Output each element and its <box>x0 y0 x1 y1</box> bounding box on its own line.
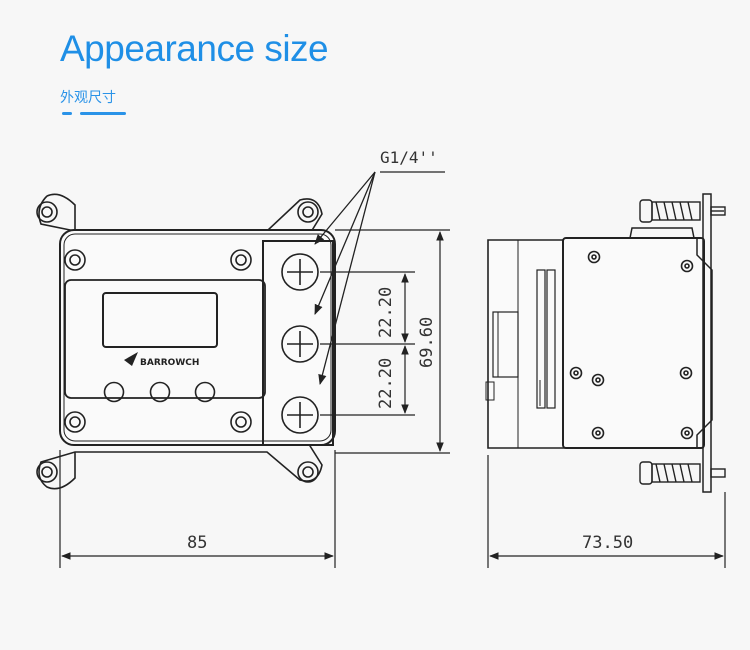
brand-logo: BARROWCH <box>124 352 199 368</box>
spring-top <box>639 199 726 223</box>
front-view <box>36 193 336 490</box>
spring-bottom <box>639 461 726 485</box>
port-top <box>281 253 319 291</box>
page-title: Appearance size <box>60 28 329 69</box>
block-screws <box>64 249 252 433</box>
side-plate <box>562 237 705 449</box>
logo-text: BARROWCH <box>140 358 199 368</box>
pitch-bottom-label: 22.20 <box>376 358 396 409</box>
panel-button <box>103 381 125 403</box>
pitch-dimensions <box>320 229 450 454</box>
port-middle <box>281 325 319 363</box>
page-subtitle: 外观尺寸 <box>60 90 116 106</box>
panel-button <box>149 381 171 403</box>
width-side-label: 73.50 <box>582 533 633 553</box>
lcd-screen <box>102 292 218 348</box>
width-front-label: 85 <box>187 533 207 553</box>
width-dimension-front <box>59 450 336 568</box>
header: Appearance size 外观尺寸 <box>60 28 329 107</box>
thread-label: G1/4'' <box>380 148 438 167</box>
side-view <box>485 193 726 493</box>
accent-dash-long <box>80 112 126 115</box>
side-plate-screws <box>569 250 694 440</box>
thread-leaders <box>314 171 445 386</box>
pump-housing <box>487 239 566 449</box>
width-dimension-side <box>487 455 726 568</box>
port-column <box>262 240 334 446</box>
bracket-screws <box>36 201 319 483</box>
pitch-top-label: 22.20 <box>376 287 396 338</box>
front-panel <box>64 279 266 399</box>
mounting-frame-side <box>696 238 713 448</box>
port-bottom <box>281 396 319 434</box>
block-body <box>59 229 336 446</box>
total-height-label: 69.60 <box>417 317 437 368</box>
accent-dash-short <box>62 112 72 115</box>
panel-button <box>194 381 216 403</box>
